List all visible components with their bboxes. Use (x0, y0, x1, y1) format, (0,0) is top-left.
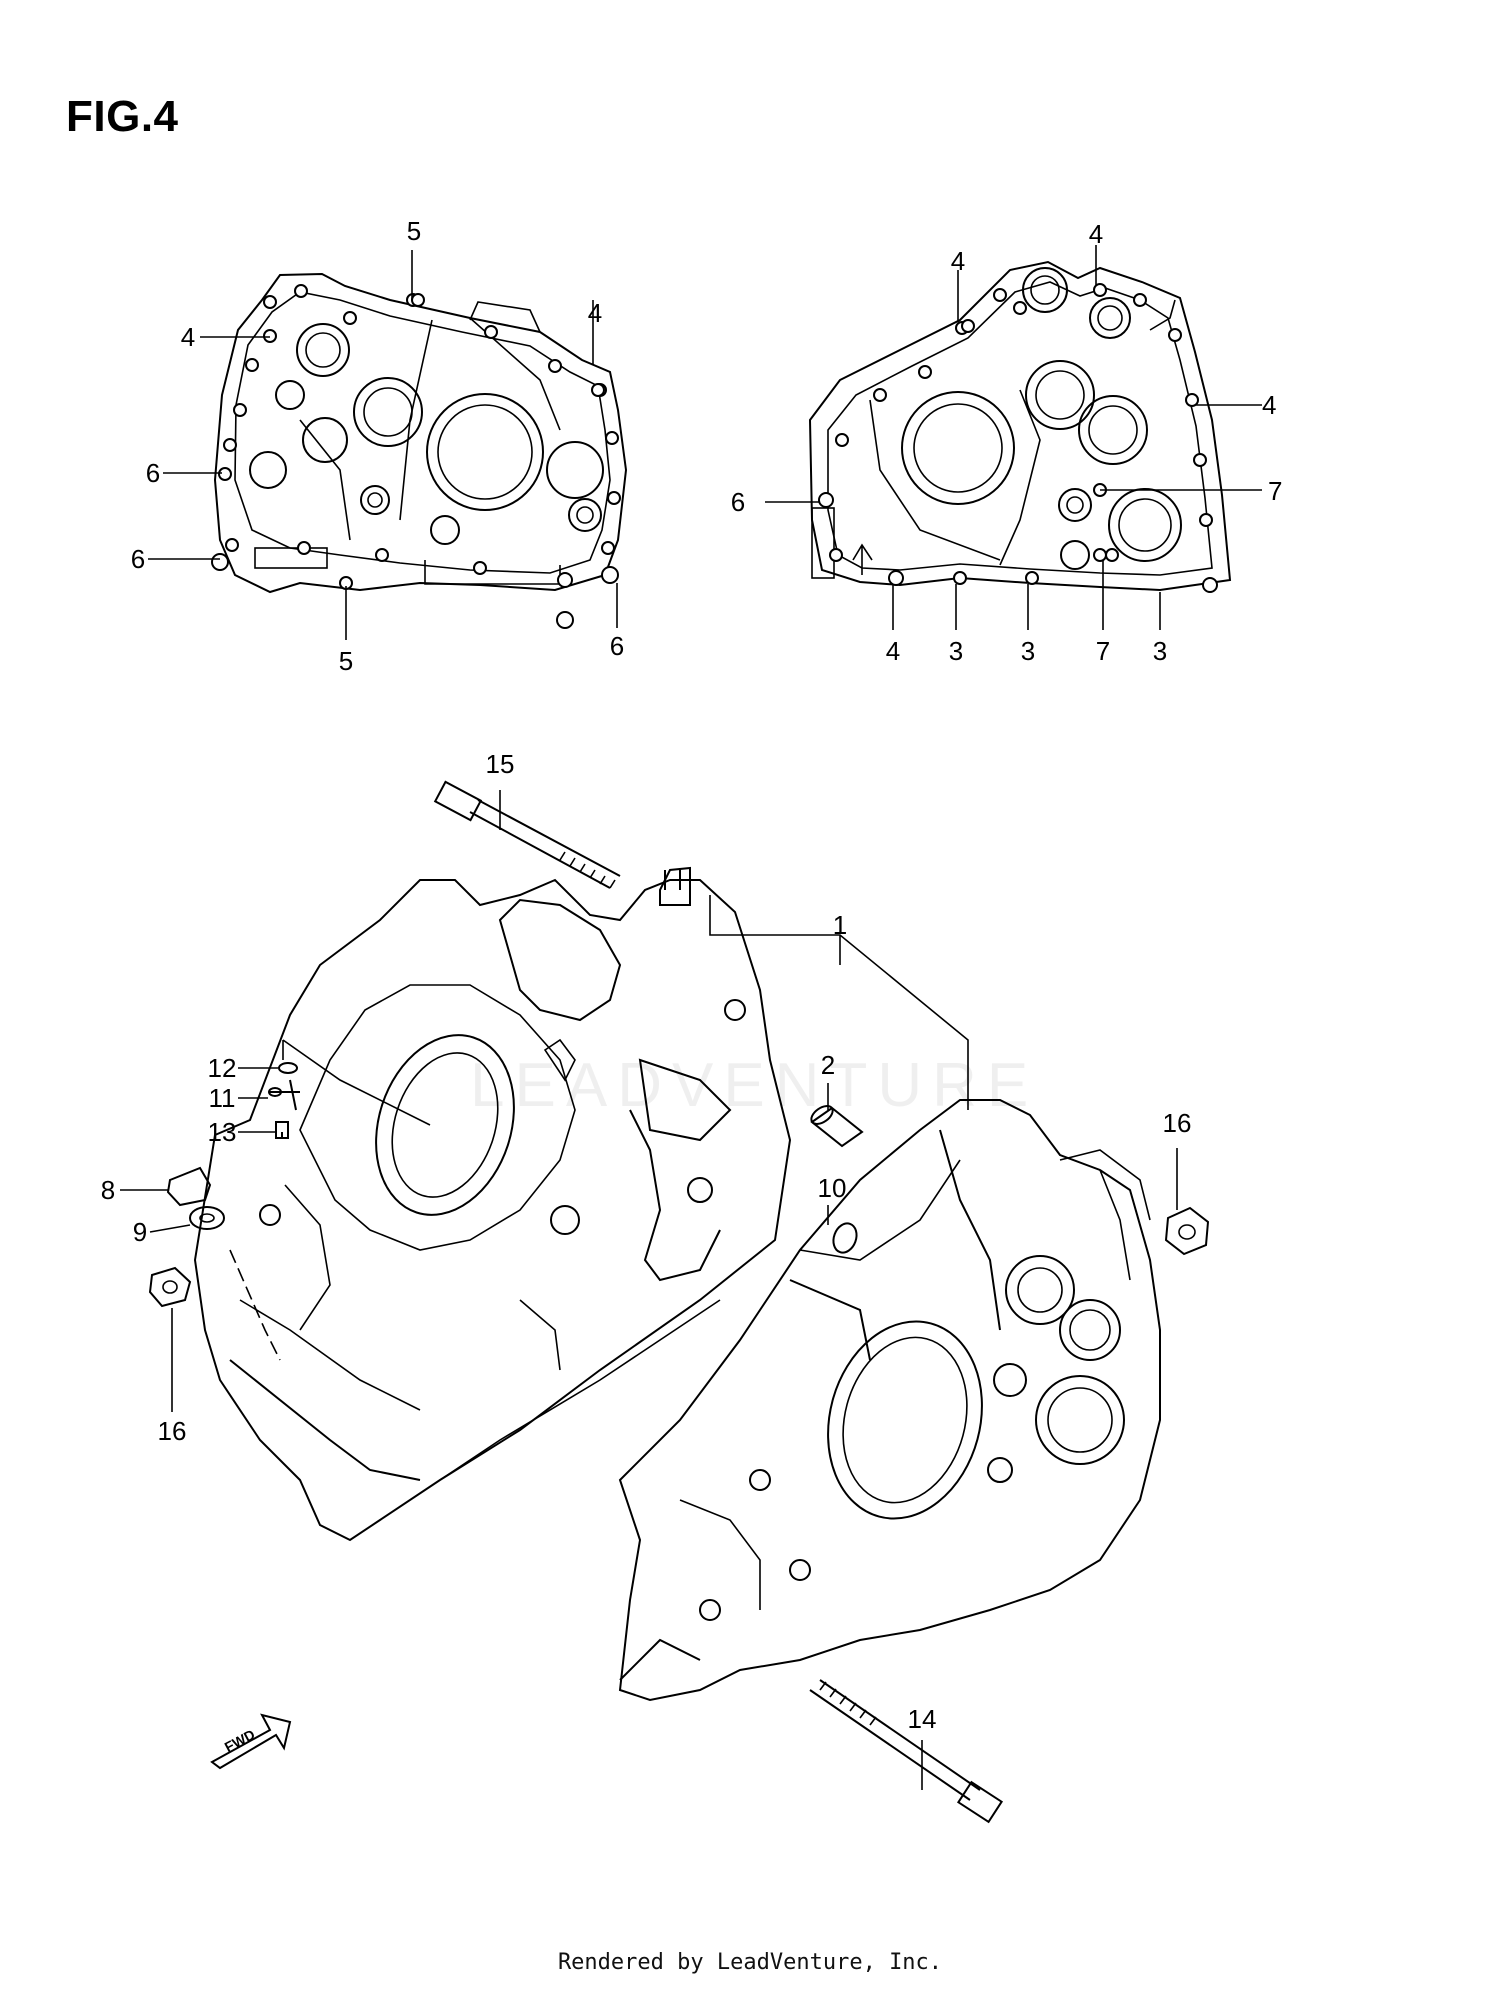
callout-12: 12 (208, 1053, 237, 1083)
clip-12 (278, 1062, 298, 1074)
callout-7-right: 7 (1268, 476, 1282, 506)
callout-15: 15 (486, 749, 515, 779)
callout-3-c: 3 (1153, 636, 1167, 666)
callout-6-bottom: 6 (610, 631, 624, 661)
screw-13 (275, 1121, 289, 1139)
left-crankcase-face (211, 272, 628, 629)
fwd-arrow-icon: FWD (210, 1713, 292, 1770)
callout-16-right: 16 (1163, 1108, 1192, 1138)
callout-9: 9 (133, 1217, 147, 1247)
right-face-bolt-holes (818, 283, 1218, 593)
callout-3-a: 3 (949, 636, 963, 666)
right-crankcase-face (808, 260, 1232, 593)
callout-3-b: 3 (1021, 636, 1035, 666)
nut-16-left (148, 1266, 192, 1308)
callout-4-right-second: 4 (951, 246, 965, 276)
fwd-label: FWD (222, 1726, 258, 1755)
callout-11: 11 (209, 1083, 236, 1113)
callout-4-left: 4 (181, 322, 195, 352)
figure-title: FIG.4 (66, 92, 179, 141)
callout-4-topright: 4 (588, 298, 602, 328)
leader-lines (120, 245, 1262, 1790)
plug-8 (166, 1166, 212, 1207)
callout-5-top: 5 (407, 216, 421, 246)
o-ring-10 (832, 1222, 858, 1254)
callout-14: 14 (908, 1704, 937, 1734)
callout-4-right-bottom: 4 (886, 636, 900, 666)
pipe-11 (268, 1079, 300, 1111)
callout-2: 2 (821, 1050, 835, 1080)
bolt-14 (809, 1679, 1004, 1824)
watermark: LEADVENTURE (470, 1051, 1039, 1120)
callout-6-right: 6 (731, 487, 745, 517)
callout-4-right-top: 4 (1089, 219, 1103, 249)
render-credit: Rendered by LeadVenture, Inc. (557, 1950, 943, 1975)
callout-16-left: 16 (158, 1416, 187, 1446)
nut-16-right (1164, 1206, 1210, 1256)
dowel-pin-2 (810, 1105, 864, 1148)
callout-5-bottom: 5 (339, 646, 353, 676)
callout-6-left-upper: 6 (146, 458, 160, 488)
callout-10: 10 (818, 1173, 847, 1203)
callout-4-right-side: 4 (1262, 390, 1276, 420)
callout-labels: 5 4 4 6 6 5 6 4 4 4 6 7 4 3 3 7 3 15 1 2… (101, 216, 1283, 1734)
callout-8: 8 (101, 1175, 115, 1205)
left-face-bolt-holes (211, 284, 621, 629)
callout-6-left-lower: 6 (131, 544, 145, 574)
right-crankcase-half (618, 1099, 1161, 1702)
left-crankcase-half (193, 866, 792, 1542)
callout-7-bottom: 7 (1096, 636, 1110, 666)
washer-9 (189, 1206, 225, 1230)
bolt-15 (433, 780, 621, 889)
callout-1: 1 (833, 910, 847, 940)
callout-13: 13 (208, 1117, 237, 1147)
